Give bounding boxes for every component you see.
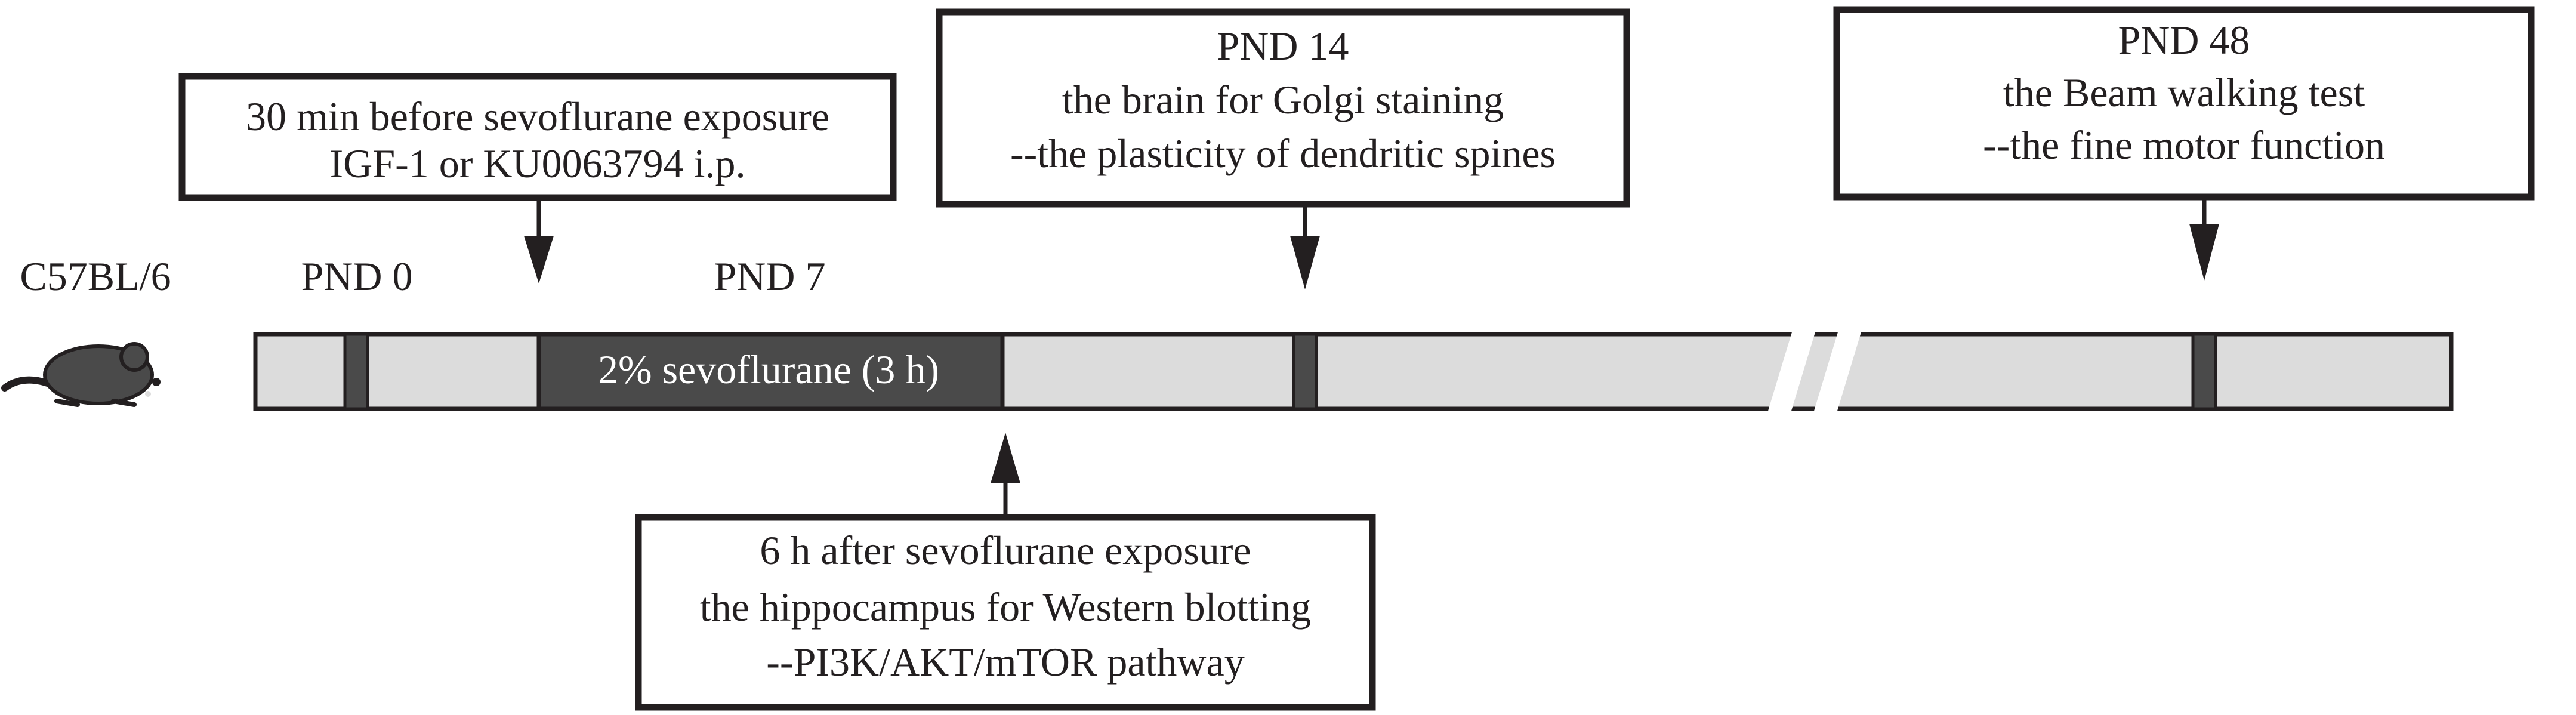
pnd14-box: [936, 8, 1630, 208]
pnd14-line3: --the plasticity of dendritic spines: [1010, 131, 1556, 176]
pnd14-arrow: [1290, 204, 1320, 289]
pnd48-line2: the Beam walking test: [2003, 70, 2365, 115]
western-arrow: [991, 433, 1020, 517]
pretreatment-box: [178, 73, 897, 201]
pnd48-line3: --the fine motor function: [1983, 122, 2385, 168]
pretreatment-arrow: [524, 198, 554, 283]
pnd48-arrow: [2189, 197, 2219, 281]
pnd14-line1: PND 14: [1217, 23, 1349, 69]
pnd48-line1: PND 48: [2118, 17, 2250, 63]
western-line3: --PI3K/AKT/mTOR pathway: [766, 639, 1244, 685]
timeline-marker-pnd0: [343, 332, 369, 411]
sevoflurane-segment: [536, 332, 1005, 411]
pnd7-label: PND 7: [714, 254, 825, 299]
pretreatment-line2: IGF-1 or KU0063794 i.p.: [330, 141, 746, 186]
timeline-marker-pnd14: [1292, 332, 1318, 411]
strain-label: C57BL/6: [20, 254, 171, 299]
western-line2: the hippocampus for Western blotting: [700, 584, 1311, 630]
timeline-marker-pnd48: [2191, 332, 2217, 411]
axis-break-icon: [1767, 328, 1862, 415]
pretreatment-line1: 30 min before sevoflurane exposure: [246, 94, 829, 139]
sevoflurane-label: 2% sevoflurane (3 h): [598, 347, 939, 392]
western-line1: 6 h after sevoflurane exposure: [760, 528, 1251, 573]
pnd14-line2: the brain for Golgi staining: [1062, 77, 1504, 122]
pnd0-label: PND 0: [301, 254, 412, 299]
mouse-icon: [1, 342, 161, 407]
pnd48-box: [1833, 6, 2535, 201]
